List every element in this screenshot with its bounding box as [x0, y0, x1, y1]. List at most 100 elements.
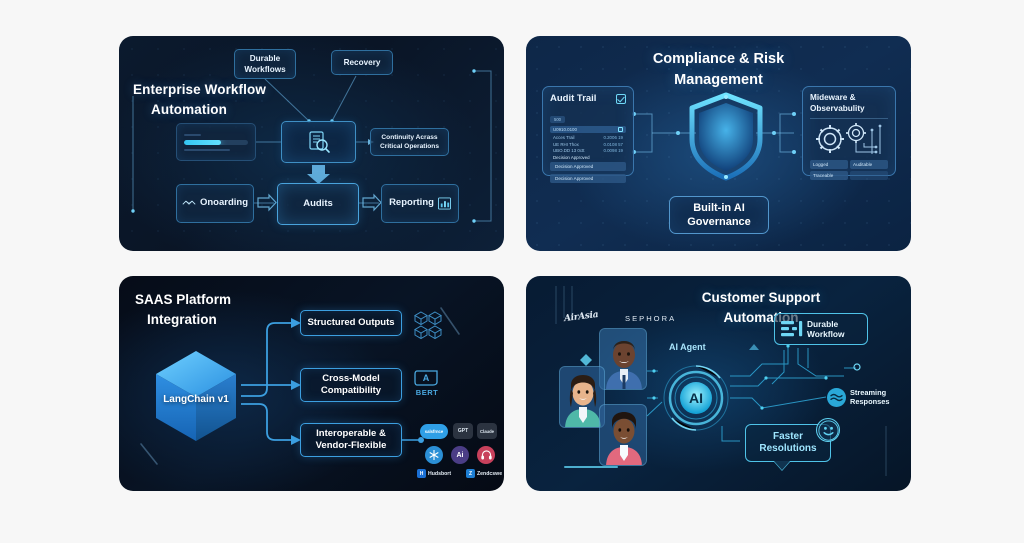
- tag-auditable[interactable]: Auditable: [850, 160, 888, 170]
- pill-label: Structured Outputs: [307, 316, 395, 328]
- node-reporting[interactable]: Reporting: [381, 184, 459, 223]
- logo-label: salsfrnce: [424, 429, 444, 434]
- audit-trail-title: Audit Trail: [550, 93, 597, 104]
- node-document-audit[interactable]: [281, 121, 356, 163]
- smiley-face-icon: [816, 418, 840, 442]
- logo-label: GPT: [457, 428, 469, 434]
- pill-label-line-1: Cross-Model: [322, 372, 380, 384]
- audit-trail-header: Audit Trail: [550, 93, 626, 104]
- pill-cross-model-compatibility[interactable]: Cross-Model Compatibility: [300, 368, 402, 402]
- bert-badge-icon: A: [414, 370, 438, 386]
- card-middleware-observability[interactable]: Mideware & Observabulity: [802, 86, 896, 181]
- logo-label: Claude: [480, 428, 494, 434]
- audit-row: UBO.DD 13 0ctt 0.0098 19: [550, 148, 626, 153]
- logo-claude[interactable]: Claude: [477, 423, 497, 439]
- audit-count-tag: 500: [550, 116, 565, 123]
- bubble-faster-resolutions[interactable]: Faster Resolutions: [745, 424, 831, 462]
- pill-structured-outputs[interactable]: Structured Outputs: [300, 310, 402, 336]
- title-line-1: Compliance & Risk: [652, 51, 785, 67]
- row-label: Decision Approved: [553, 154, 590, 160]
- gears-graphic: [810, 122, 888, 158]
- logo-snowflake[interactable]: [425, 446, 443, 464]
- logo-ai[interactable]: Ai: [451, 446, 469, 464]
- node-continuity-critical-operations[interactable]: Continuity Acrass Critical Operations: [370, 128, 449, 156]
- panel-enterprise-title: Enterprise Workflow Automation: [133, 80, 273, 119]
- title-line-1: Enterprise Workflow: [133, 82, 266, 97]
- ai-hub-text: AI: [689, 390, 703, 406]
- headset-icon: [480, 450, 492, 460]
- ai-agent-label: AI Agent: [669, 342, 706, 352]
- progress-fill: [184, 139, 222, 145]
- logo-gpt[interactable]: GPT: [453, 423, 473, 439]
- badge-line-1: Durable: [807, 318, 839, 329]
- document-search-icon: [308, 131, 330, 153]
- badge-durable-workflow[interactable]: Durable Workflow: [774, 313, 868, 345]
- node-audits[interactable]: Audits: [277, 183, 359, 225]
- middleware-tags: Logged Auditable Traceable: [810, 160, 888, 181]
- langchain-cube-label: LangChain v1: [163, 394, 229, 405]
- logo-salesforce[interactable]: salsfrnce: [420, 424, 448, 439]
- divider: [810, 118, 888, 120]
- brand-logo-sephora: SEPHORA: [625, 314, 677, 323]
- row-label: UE RHI Thox: [553, 141, 579, 147]
- title-line-1: Customer Support: [701, 290, 821, 305]
- logo-zendesk[interactable]: Z Zendcswe: [466, 469, 502, 478]
- title-line-1: SAAS Platform: [135, 292, 232, 307]
- node-recovery[interactable]: Recovery: [331, 50, 393, 75]
- audit-row-plain: Decision Approved: [550, 155, 626, 160]
- decision-approved-button[interactable]: Decision Approved: [550, 162, 626, 171]
- hubspot-mark-icon: H: [417, 469, 426, 478]
- shield-graphic: [686, 91, 766, 181]
- progress-card: [176, 123, 256, 161]
- node-label: Audits: [303, 197, 333, 209]
- badge-streaming-responses[interactable]: Streaming Responses: [821, 384, 901, 410]
- bar-chart-icon: [437, 197, 451, 210]
- node-durable-workflows[interactable]: Durable Workflows: [234, 49, 296, 79]
- title-line-2: Observabulity: [810, 103, 865, 113]
- panel-compliance-risk-management: Compliance & Risk Management Audit Trail…: [526, 36, 911, 251]
- avatar-illustration: [600, 329, 646, 389]
- workflow-bars-icon: [781, 321, 803, 337]
- checkbox-checked-icon[interactable]: [616, 93, 626, 104]
- node-label: Recovery: [343, 57, 381, 67]
- logo-label: Hudsbort: [428, 470, 452, 477]
- panel-compliance-title: Compliance & Risk Management: [526, 49, 911, 91]
- tag-logged[interactable]: Logged: [810, 160, 848, 170]
- pill-label-line-2: Compatibility: [320, 385, 382, 396]
- badge-text: Streaming Responses: [850, 388, 889, 407]
- progress-track: [184, 139, 248, 145]
- logo-hubspot[interactable]: H Hudsbort: [417, 469, 451, 478]
- langchain-cube-icon: [156, 351, 236, 441]
- card-built-in-ai-governance[interactable]: Built-in AI Governance: [669, 196, 769, 234]
- ai-hub-node[interactable]: AI: [662, 364, 730, 432]
- pill-interoperable-vendor-flexible[interactable]: Interoperable & Vendor-Flexible: [300, 423, 402, 457]
- avatar-customer-female: [559, 366, 605, 428]
- continuity-line-2: Critical Operations: [380, 143, 439, 150]
- row-checkbox-icon[interactable]: [618, 127, 623, 132]
- handshake-icon: [182, 198, 196, 209]
- row-value: 0.2006 19: [603, 135, 623, 140]
- node-onboarding[interactable]: Onoarding: [176, 184, 254, 223]
- placeholder-line: [184, 148, 231, 151]
- node-label: Onoarding: [199, 197, 249, 209]
- bubble-line-2: Resolutions: [759, 443, 817, 454]
- badge-line-2: Responses: [850, 397, 890, 406]
- avatar-customer-female-2: [599, 404, 647, 466]
- panel-customer-support-automation: Customer Support Automation AirAsia SEPH…: [526, 276, 911, 491]
- tag-traceable[interactable]: Traceable: [810, 171, 848, 181]
- card-audit-trail[interactable]: Audit Trail 500 U0910.0100 Acces Trail 0…: [542, 86, 634, 183]
- circuit-traces: [555, 286, 887, 476]
- decision-approved-button[interactable]: Decision Approved: [550, 173, 626, 183]
- zendesk-mark-icon: Z: [466, 469, 475, 478]
- audit-highlight-row[interactable]: U0910.0100: [550, 126, 626, 133]
- governance-label: Built-in AI Governance: [687, 201, 751, 228]
- logo-label: Zendcswe: [477, 470, 503, 477]
- placeholder-line: [184, 133, 201, 136]
- logo-headset[interactable]: [477, 446, 495, 464]
- row-value: 0.0098 19: [603, 148, 623, 153]
- gears-icon: [816, 123, 882, 155]
- avatar-agent-male: [599, 328, 647, 390]
- row-label: Acces Trail: [553, 135, 575, 140]
- snowflake-icon: [429, 450, 439, 460]
